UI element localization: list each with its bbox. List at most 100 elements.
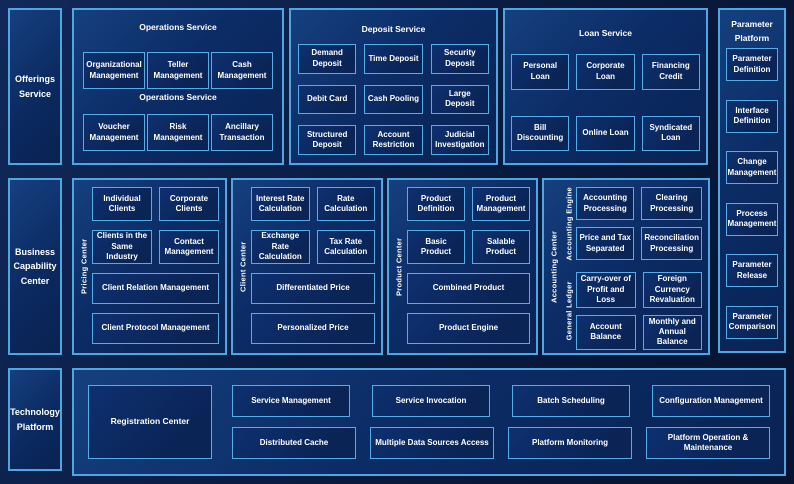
- box-clearing-processing: Clearing Processing: [641, 187, 702, 221]
- box-teller-management: Teller Management: [147, 52, 209, 89]
- box-ancillary-transaction: Ancillary Transaction: [211, 114, 273, 151]
- box-tax-rate-calculation: Tax Rate Calculation: [316, 230, 375, 264]
- box-structured-deposit: Structured Deposit: [298, 125, 357, 155]
- technology-row-1: Service Management Service Invocation Ba…: [232, 385, 770, 417]
- technology-platform-label: Technology Platform: [8, 368, 62, 471]
- box-individual-clients: Individual Clients: [92, 187, 152, 221]
- box-judicial-investigation: Judicial Investigation: [430, 125, 489, 155]
- box-foreign-currency-revaluation: Foreign Currency Revaluation: [642, 272, 702, 308]
- box-process-management: Process Management: [726, 202, 778, 236]
- box-clients-same-industry: Clients in the Same Industry: [92, 230, 152, 264]
- product-center-panel: Product Center Product Definition Produc…: [387, 178, 538, 355]
- product-row-1: Product Definition Product Management: [407, 187, 530, 221]
- box-financing-credit: Financing Credit: [641, 54, 700, 90]
- business-capability-center-label: Business Capability Center: [8, 178, 62, 355]
- operations-row-2: Voucher Management Risk Management Ancil…: [83, 114, 273, 151]
- accounting-groups: Accounting Engine Accounting Processing …: [562, 187, 702, 350]
- deposit-grid: Demand Deposit Time Deposit Security Dep…: [298, 44, 489, 155]
- box-voucher-management: Voucher Management: [83, 114, 145, 151]
- client-row-2: Exchange Rate Calculation Tax Rate Calcu…: [251, 230, 375, 264]
- deposit-service-title: Deposit Service: [361, 24, 426, 34]
- parameter-stack: Parameter Definition Interface Definitio…: [726, 48, 778, 339]
- box-price-tax-separated: Price and Tax Separated: [576, 227, 635, 261]
- box-distributed-cache: Distributed Cache: [232, 427, 356, 459]
- product-center-vertical-label: Product Center: [394, 237, 404, 296]
- box-differentiated-price: Differentiated Price: [251, 273, 375, 304]
- box-contact-management: Contact Management: [159, 230, 219, 264]
- accounting-engine-grid: Accounting Processing Clearing Processin…: [576, 187, 702, 261]
- box-demand-deposit: Demand Deposit: [298, 44, 357, 74]
- pricing-center-vertical-label: Pricing Center: [79, 238, 89, 295]
- accounting-engine-vertical-label: Accounting Engine: [564, 187, 574, 261]
- box-monthly-annual-balance: Monthly and Annual Balance: [642, 314, 702, 350]
- box-change-management: Change Management: [726, 151, 778, 185]
- box-account-balance: Account Balance: [576, 314, 636, 350]
- box-security-deposit: Security Deposit: [430, 44, 489, 74]
- operations-service-panel: Operations Service Organizational Manage…: [72, 8, 284, 165]
- box-bill-discounting: Bill Discounting: [511, 115, 570, 151]
- box-large-deposit: Large Deposit: [430, 84, 489, 115]
- loan-service-panel: Loan Service Personal Loan Corporate Loa…: [503, 8, 708, 165]
- box-cash-pooling: Cash Pooling: [364, 84, 423, 115]
- box-configuration-management: Configuration Management: [652, 385, 770, 417]
- box-client-relation-management: Client Relation Management: [92, 273, 219, 304]
- box-parameter-definition: Parameter Definition: [726, 48, 778, 81]
- deposit-service-panel: Deposit Service Demand Deposit Time Depo…: [289, 8, 498, 165]
- offerings-service-label: Offerings Service: [8, 8, 62, 165]
- box-service-management: Service Management: [232, 385, 350, 417]
- client-center-vertical-label: Client Center: [238, 241, 248, 292]
- box-basic-product: Basic Product: [407, 230, 465, 264]
- parameter-platform-title: Parameter Platform: [731, 19, 773, 44]
- accounting-center-panel: Accounting Center Accounting Engine Acco…: [542, 178, 710, 355]
- box-rate-calculation: Rate Calculation: [316, 187, 375, 221]
- box-syndicated-loan: Syndicated Loan: [641, 115, 700, 151]
- box-cash-management: Cash Management: [211, 52, 273, 89]
- pricing-center-content: Individual Clients Corporate Clients Cli…: [92, 187, 219, 346]
- client-row-1: Interest Rate Calculation Rate Calculati…: [251, 187, 375, 221]
- client-center-panel: Client Center Interest Rate Calculation …: [231, 178, 383, 355]
- box-reconciliation-processing: Reconciliation Processing: [641, 227, 702, 261]
- client-center-content: Interest Rate Calculation Rate Calculati…: [251, 187, 375, 346]
- box-batch-scheduling: Batch Scheduling: [512, 385, 630, 417]
- box-product-engine: Product Engine: [407, 313, 530, 344]
- box-carry-over-profit-loss: Carry-over of Profit and Loss: [576, 272, 636, 308]
- box-exchange-rate-calculation: Exchange Rate Calculation: [251, 230, 310, 264]
- technology-row-2: Distributed Cache Multiple Data Sources …: [232, 427, 770, 459]
- accounting-center-vertical-label: Accounting Center: [549, 230, 559, 303]
- box-combined-product: Combined Product: [407, 273, 530, 304]
- box-platform-operation-maintenance: Platform Operation & Maintenance: [646, 427, 770, 459]
- box-registration-center: Registration Center: [88, 385, 212, 459]
- box-parameter-comparison: Parameter Comparison: [726, 305, 778, 339]
- pricing-row-1: Individual Clients Corporate Clients: [92, 187, 219, 221]
- box-online-loan: Online Loan: [576, 115, 635, 151]
- general-ledger-vertical-label: General Ledger: [564, 281, 574, 341]
- box-multiple-data-sources-access: Multiple Data Sources Access: [370, 427, 494, 459]
- box-corporate-clients: Corporate Clients: [159, 187, 219, 221]
- technology-platform-panel: Registration Center Service Management S…: [72, 368, 786, 476]
- operations-row-1: Organizational Management Teller Managem…: [83, 52, 273, 89]
- pricing-row-2: Clients in the Same Industry Contact Man…: [92, 230, 219, 264]
- box-service-invocation: Service Invocation: [372, 385, 490, 417]
- loan-service-title: Loan Service: [579, 28, 632, 38]
- general-ledger-grid: Carry-over of Profit and Loss Foreign Cu…: [576, 272, 702, 350]
- box-client-protocol-management: Client Protocol Management: [92, 313, 219, 344]
- product-center-content: Product Definition Product Management Ba…: [407, 187, 530, 346]
- pricing-center-panel: Pricing Center Individual Clients Corpor…: [72, 178, 227, 355]
- box-platform-monitoring: Platform Monitoring: [508, 427, 632, 459]
- general-ledger-group: General Ledger Carry-over of Profit and …: [562, 272, 702, 350]
- box-product-definition: Product Definition: [407, 187, 465, 221]
- box-salable-product: Salable Product: [472, 230, 530, 264]
- accounting-engine-group: Accounting Engine Accounting Processing …: [562, 187, 702, 261]
- box-organizational-management: Organizational Management: [83, 52, 145, 89]
- operations-service-title: Operations Service: [139, 22, 217, 32]
- product-row-2: Basic Product Salable Product: [407, 230, 530, 264]
- box-account-restriction: Account Restriction: [364, 125, 423, 155]
- box-debit-card: Debit Card: [298, 84, 357, 115]
- box-accounting-processing: Accounting Processing: [576, 187, 635, 221]
- loan-grid: Personal Loan Corporate Loan Financing C…: [511, 54, 700, 151]
- operations-service-subtitle: Operations Service: [139, 92, 217, 102]
- box-interest-rate-calculation: Interest Rate Calculation: [251, 187, 310, 221]
- technology-rows: Service Management Service Invocation Ba…: [232, 385, 770, 459]
- box-product-management: Product Management: [472, 187, 530, 221]
